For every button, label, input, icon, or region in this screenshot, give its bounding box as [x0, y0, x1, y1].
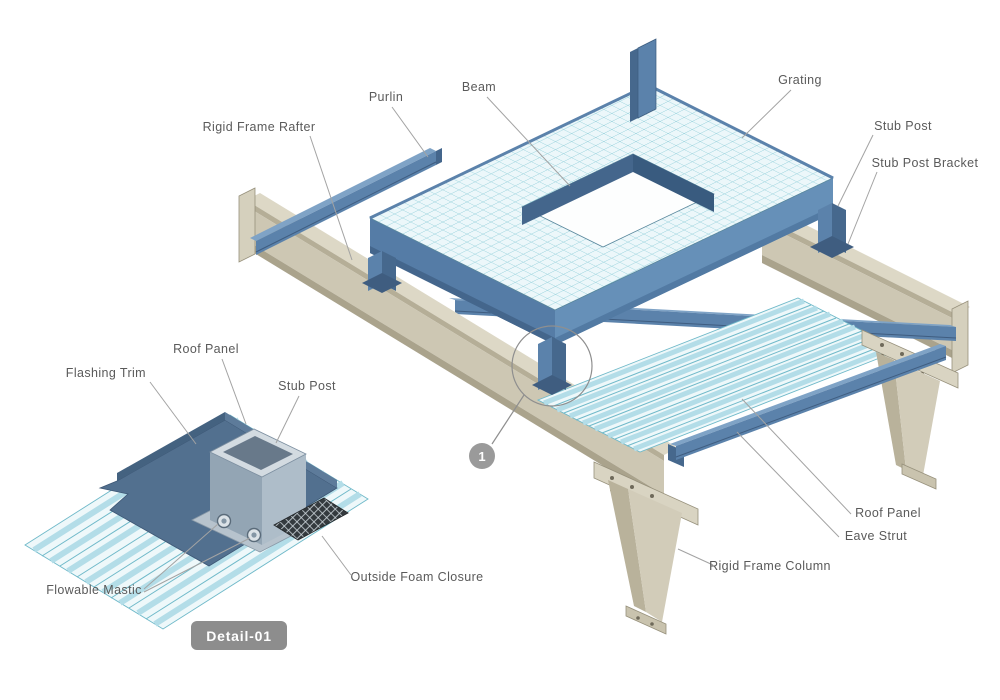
stub-post-left: [362, 251, 402, 293]
purlin: [250, 148, 442, 255]
top-beam-post: [630, 38, 657, 122]
eave-strut: [668, 344, 947, 467]
stub-post-bracket: [810, 236, 854, 258]
label-purlin: Purlin: [369, 90, 403, 104]
label-grating: Grating: [778, 73, 822, 87]
label-beam: Beam: [462, 80, 496, 94]
front-rafter: [238, 187, 678, 503]
detail-inset: Flashing Trim Roof Panel Stub Post Flowa…: [24, 342, 483, 650]
detail-callout: 1: [469, 325, 593, 469]
label-eave-strut: Eave Strut: [845, 529, 907, 543]
callout-number: 1: [478, 449, 485, 464]
label-flashing-trim: Flashing Trim: [66, 366, 146, 380]
grating-platform: [369, 38, 834, 345]
detail-fasteners: [216, 513, 262, 543]
detail-badge: Detail-01: [191, 621, 287, 650]
beam: [522, 154, 633, 225]
detail-leader-lines: [143, 358, 352, 593]
callout-marker: [469, 443, 495, 469]
platform-beam-left: [370, 218, 555, 345]
stub-post-right: [810, 203, 854, 258]
label-flowable-mastic: Flowable Mastic: [46, 583, 142, 597]
leader-lines: [309, 89, 878, 566]
stub-post-center: [532, 337, 572, 395]
label-detail-roof-panel: Roof Panel: [173, 342, 239, 356]
label-stub-post: Stub Post: [874, 119, 932, 133]
detail-foam-closure: [273, 497, 349, 541]
label-rigid-frame-rafter: Rigid Frame Rafter: [203, 120, 316, 134]
platform-beam-right: [555, 178, 833, 345]
platform-opening: [521, 153, 715, 248]
roof-panels: [536, 297, 902, 453]
label-detail-stub-post: Stub Post: [278, 379, 336, 393]
detail-badge-text: Detail-01: [206, 628, 272, 644]
main-view: 1 Rigid Frame Rafter Purlin Beam Grating…: [203, 38, 979, 635]
label-stub-post-bracket: Stub Post Bracket: [872, 156, 979, 170]
rigid-frame-column-front: [593, 461, 699, 635]
label-rigid-frame-column: Rigid Frame Column: [709, 559, 831, 573]
label-roof-panel: Roof Panel: [855, 506, 921, 520]
callout-circle: [511, 325, 593, 407]
label-outside-foam-closure: Outside Foam Closure: [350, 570, 483, 584]
